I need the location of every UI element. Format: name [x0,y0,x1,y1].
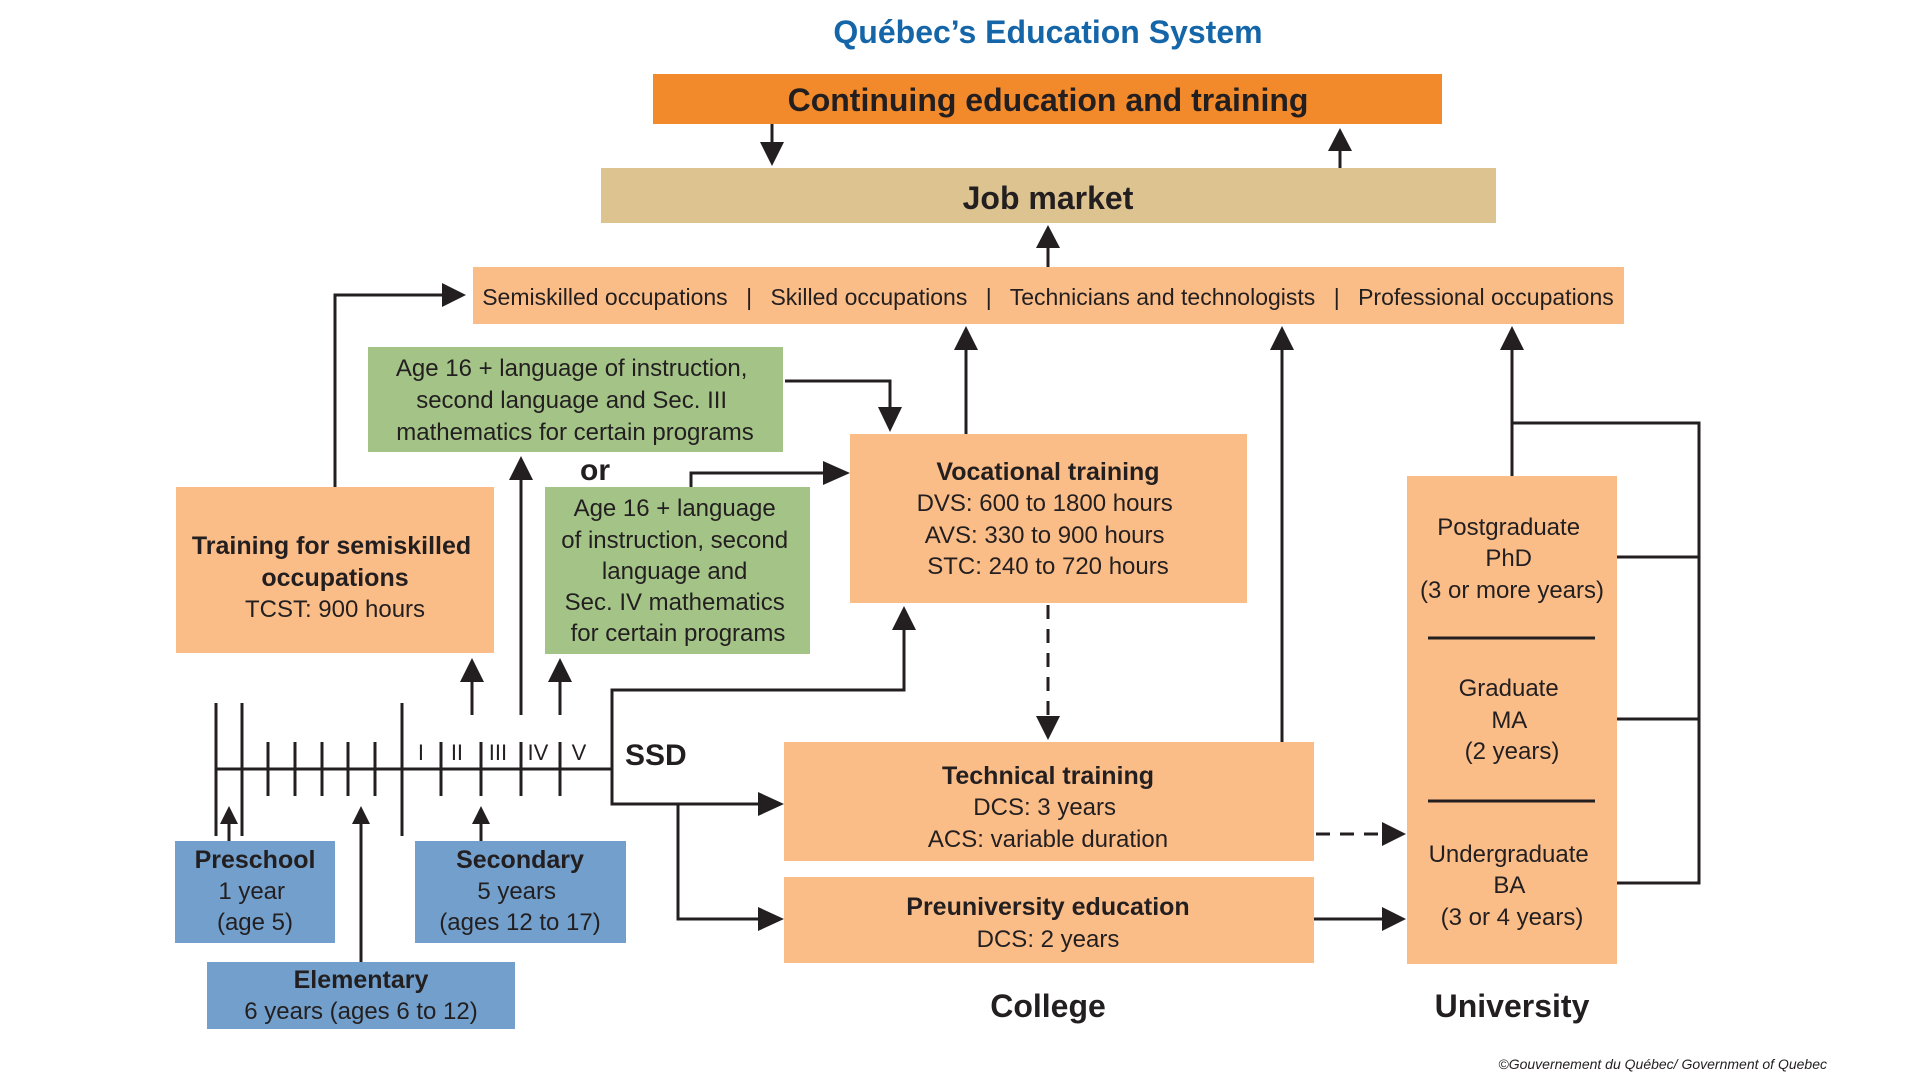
arrow-continuing-to-job-market [760,124,784,166]
or-label: or [580,454,610,487]
svg-text:Technical training: Technical training [942,762,1154,790]
semiskilled-training-box: Training for semiskilled occupations TCS… [176,487,494,653]
arrow-up-icon [1036,225,1060,248]
arrow-university-to-occupations [1500,326,1701,885]
svg-text:Age 16 + language of ins: Age 16 + language of instruction, second… [561,495,794,647]
arrow-up-icon [1270,326,1294,350]
continuing-education-label: Continuing education and training [788,82,1309,118]
arrow-up-icon [954,326,978,350]
arrow-right-icon [758,792,784,816]
arrow-down-icon [760,142,784,166]
university-label: University [1435,988,1590,1024]
arrow-ssd-to-college [610,769,784,931]
university-postgraduate: Postgraduate PhD (3 or more years) [1420,514,1604,604]
arrow-right-icon [823,461,850,485]
arrow-job-market-to-continuing [1328,128,1352,168]
occupation-technicians: Technicians and technologists [1010,284,1316,310]
arrow-sec4-to-vocational [689,461,850,487]
university-box: Postgraduate PhD (3 or more years) Gradu… [1407,476,1617,964]
arrow-vocational-to-occupations [954,326,978,434]
arrow-ssd-to-vocational [610,606,916,769]
technical-training-box: Technical training DCS: 3 years ACS: var… [784,742,1314,861]
svg-text:Age 16 + language of instructi: Age 16 + language of instruction, second… [396,355,754,446]
arrow-up-icon [548,658,572,682]
svg-text:Vocational training: Vocational training [936,458,1159,486]
svg-text:DVS: 600 to 1800 hours A: DVS: 600 to 1800 hours AVS: 330 to 900 h… [917,490,1180,580]
secondary-year-labels: I II III IV V [418,740,587,765]
occupations-text: Semiskilled occupations | Skilled occupa… [482,284,1614,310]
arrow-up-icon [509,456,533,480]
university-undergraduate: Undergraduate BA (3 or 4 years) [1429,841,1596,931]
arrow-down-icon [878,407,902,432]
copyright-notice: ©Gouvernement du Québec/ Government of Q… [1498,1056,1827,1072]
svg-text:Training for semiskilled: Training for semiskilled occupations [192,532,478,592]
arrow-up-icon [1500,326,1524,350]
arrow-up-icon [352,806,370,824]
arrow-technical-to-occupations [1270,326,1294,742]
job-market-box: Job market [601,168,1496,223]
svg-text:Preuniversity education: Preuniversity education [906,893,1189,921]
arrow-timeline-to-sec3 [509,456,533,715]
svg-text:DCS: 2 years: DCS: 2 years [977,926,1120,953]
arrow-right-icon [442,283,466,307]
preschool-box: Preschool 1 year (age 5) [175,806,335,943]
arrow-up-icon [892,606,916,630]
requirement-sec3-box: Age 16 + language of instruction, second… [368,347,783,452]
arrow-timeline-to-semiskilled [460,658,484,715]
svg-text:1 year (age 5): 1 year (age 5) [217,878,293,936]
arrow-right-icon [1382,822,1406,846]
occupation-professional: Professional occupations [1358,284,1614,310]
job-market-label: Job market [963,180,1134,216]
university-graduate: Graduate MA (2 years) [1459,675,1566,765]
svg-text:5 years (ages 12 to 17): 5 years (ages 12 to 17) [439,878,600,936]
arrow-timeline-to-sec4 [548,658,572,715]
requirement-sec4-box: Age 16 + language of instruction, second… [545,487,810,654]
arrow-up-icon [472,806,490,824]
svg-text:TCST: 900 hours: TCST: 900 hours [245,596,425,623]
arrow-technical-to-university-dashed [1316,822,1406,846]
elementary-box: Elementary 6 years (ages 6 to 12) [207,806,515,1029]
arrow-up-icon [1328,128,1352,151]
school-timeline: I II III IV V SSD [214,703,687,836]
arrow-up-icon [460,658,484,682]
svg-text:Preschool: Preschool [195,846,316,874]
vocational-training-box: Vocational training DVS: 600 to 1800 hou… [850,434,1247,603]
arrow-right-icon [1382,907,1406,931]
occupations-box: Semiskilled occupations | Skilled occupa… [473,267,1624,324]
college-label: College [990,988,1106,1024]
arrow-right-icon [758,907,784,931]
arrow-vocational-to-technical-dashed [1036,605,1060,740]
svg-text:Elementary: Elementary [294,966,429,994]
occupation-semiskilled: Semiskilled occupations [482,284,727,310]
arrow-down-icon [1036,716,1060,740]
svg-text:Secondary: Secondary [456,846,584,874]
svg-text:DCS: 3 years ACS: variab: DCS: 3 years ACS: variable duration [928,794,1168,853]
diagram-title: Québec’s Education System [833,14,1262,50]
continuing-education-box: Continuing education and training [653,74,1442,124]
svg-text:6 years (ages 6 to 12): 6 years (ages 6 to 12) [244,998,477,1025]
arrow-preuniversity-to-university [1314,907,1406,931]
arrow-semiskilled-to-occupations [333,283,466,487]
preuniversity-box: Preuniversity education DCS: 2 years [784,877,1314,963]
arrow-up-icon [220,806,238,824]
arrow-occupations-to-job-market [1036,225,1060,267]
occupation-skilled: Skilled occupations [770,284,967,310]
secondary-box: Secondary 5 years (ages 12 to 17) [415,806,626,943]
arrow-sec3-to-vocational [785,379,902,432]
ssd-label: SSD [625,739,687,772]
